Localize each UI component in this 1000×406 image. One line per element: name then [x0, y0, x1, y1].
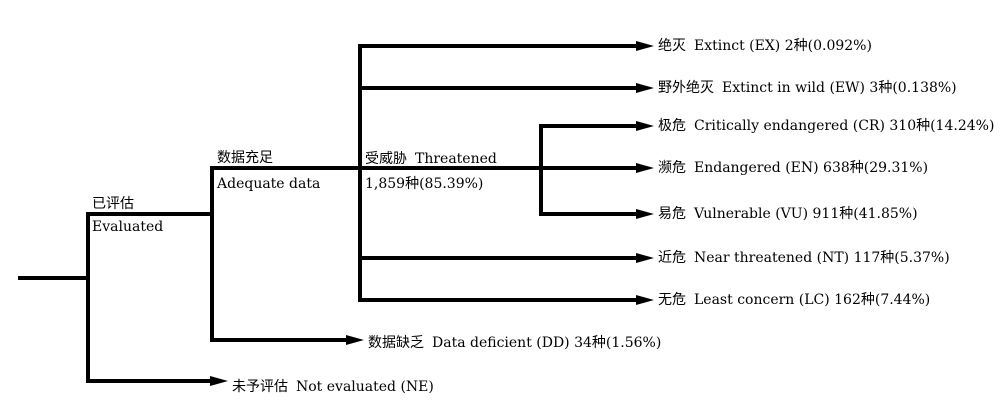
- leaf-ne-zh: 未予评估: [232, 379, 288, 395]
- leaf-cr: 极危 Critically endangered (CR) 310种(14.24%…: [658, 118, 994, 134]
- leaf-lc-zh: 无危: [658, 292, 686, 308]
- cr-arrow-icon: [636, 121, 654, 131]
- leaf-vu-zh: 易危: [658, 206, 686, 222]
- leaf-dd: 数据缺乏 Data deficient (DD) 34种(1.56%): [368, 335, 661, 351]
- leaf-en: 濒危 Endangered (EN) 638种(29.31%): [658, 160, 928, 176]
- leaf-ne: 未予评估 Not evaluated (NE): [232, 379, 434, 395]
- leaf-vu-en: Vulnerable (VU) 911种(41.85%): [694, 206, 918, 222]
- leaf-ne-en: Not evaluated (NE): [296, 379, 434, 395]
- leaf-lc: 无危 Least concern (LC) 162种(7.44%): [658, 292, 930, 308]
- ex-arrow-icon: [636, 41, 654, 51]
- nt-arrow-icon: [636, 253, 654, 263]
- threatened-count: 1,859种(85.39%): [365, 176, 484, 192]
- vu-arrow-icon: [636, 209, 654, 219]
- en-arrow-icon: [636, 163, 654, 173]
- leaf-cr-en: Critically endangered (CR) 310种(14.24%): [694, 118, 995, 134]
- ne-arrow-icon: [210, 376, 228, 386]
- evaluated-label-zh: 已评估: [92, 196, 134, 212]
- leaf-vu: 易危 Vulnerable (VU) 911种(41.85%): [658, 206, 918, 222]
- leaf-ex-en: Extinct (EX) 2种(0.092%): [694, 38, 872, 54]
- leaf-nt-zh: 近危: [658, 250, 686, 266]
- leaf-dd-zh: 数据缺乏: [368, 335, 424, 351]
- leaf-cr-zh: 极危: [658, 118, 686, 134]
- leaf-ew: 野外绝灭 Extinct in wild (EW) 3种(0.138%): [658, 80, 957, 96]
- leaf-en-en: Endangered (EN) 638种(29.31%): [694, 160, 929, 176]
- threatened-label-zh: 受威胁: [365, 151, 407, 167]
- ew-arrow-icon: [636, 83, 654, 93]
- leaf-en-zh: 濒危: [658, 160, 686, 176]
- adequate-data-label-en: Adequate data: [217, 176, 321, 192]
- leaf-ex: 绝灭 Extinct (EX) 2种(0.092%): [658, 38, 872, 54]
- leaf-dd-en: Data deficient (DD) 34种(1.56%): [432, 335, 662, 351]
- leaf-nt: 近危 Near threatened (NT) 117种(5.37%): [658, 250, 950, 266]
- lc-arrow-icon: [636, 295, 654, 305]
- leaf-lc-en: Least concern (LC) 162种(7.44%): [694, 292, 931, 308]
- threatened-label: 受威胁 Threatened: [365, 151, 497, 167]
- evaluated-label-en: Evaluated: [92, 219, 164, 235]
- threatened-label-en: Threatened: [415, 151, 497, 167]
- dd-arrow-icon: [346, 335, 364, 345]
- leaf-ew-zh: 野外绝灭: [658, 80, 714, 96]
- leaf-ew-en: Extinct in wild (EW) 3种(0.138%): [722, 80, 957, 96]
- leaf-ex-zh: 绝灭: [658, 38, 686, 54]
- adequate-data-label-zh: 数据充足: [217, 150, 273, 166]
- leaf-nt-en: Near threatened (NT) 117种(5.37%): [694, 250, 950, 266]
